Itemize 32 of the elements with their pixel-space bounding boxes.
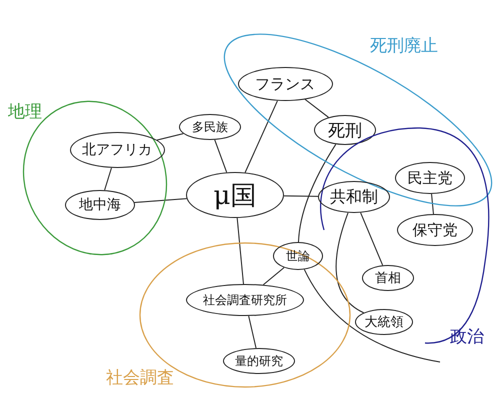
group-label: 政治 bbox=[450, 326, 484, 348]
connector-line bbox=[304, 269, 440, 362]
concept-ellipse: 保守党 bbox=[397, 214, 473, 246]
concept-ellipse: 北アフリカ bbox=[70, 132, 164, 168]
connector-line bbox=[134, 198, 188, 203]
connector-line bbox=[304, 98, 329, 118]
connector-line bbox=[360, 212, 384, 266]
concept-ellipse: 地中海 bbox=[65, 190, 135, 220]
connector-line bbox=[244, 100, 278, 173]
concept-ellipse: 首相 bbox=[362, 265, 414, 291]
concept-ellipse: 死刑 bbox=[314, 115, 376, 145]
concept-ellipse: フランス bbox=[238, 67, 332, 101]
group-label: 社会調査 bbox=[106, 367, 174, 389]
concept-ellipse: 社会調査研究所 bbox=[186, 284, 304, 316]
concept-ellipse: 共和制 bbox=[318, 181, 390, 213]
connector-line bbox=[262, 267, 285, 286]
group-label: 死刑廃止 bbox=[370, 35, 438, 57]
concept-ellipse: 民主党 bbox=[395, 162, 465, 194]
connector-line bbox=[104, 167, 112, 191]
group-label: 地理 bbox=[8, 101, 42, 123]
connector-line bbox=[431, 193, 434, 215]
connector-line bbox=[336, 212, 364, 314]
concept-ellipse: 大統領 bbox=[355, 309, 413, 335]
concept-ellipse: μ国 bbox=[186, 172, 284, 218]
concept-ellipse: 多民族 bbox=[179, 114, 241, 140]
concept-ellipse: 量的研究 bbox=[223, 348, 295, 374]
connector-line bbox=[236, 217, 244, 284]
connector-line bbox=[248, 315, 257, 349]
connector-line bbox=[298, 144, 336, 242]
connector-line bbox=[214, 139, 228, 173]
connector-line bbox=[283, 195, 319, 197]
connector-line bbox=[156, 133, 184, 141]
